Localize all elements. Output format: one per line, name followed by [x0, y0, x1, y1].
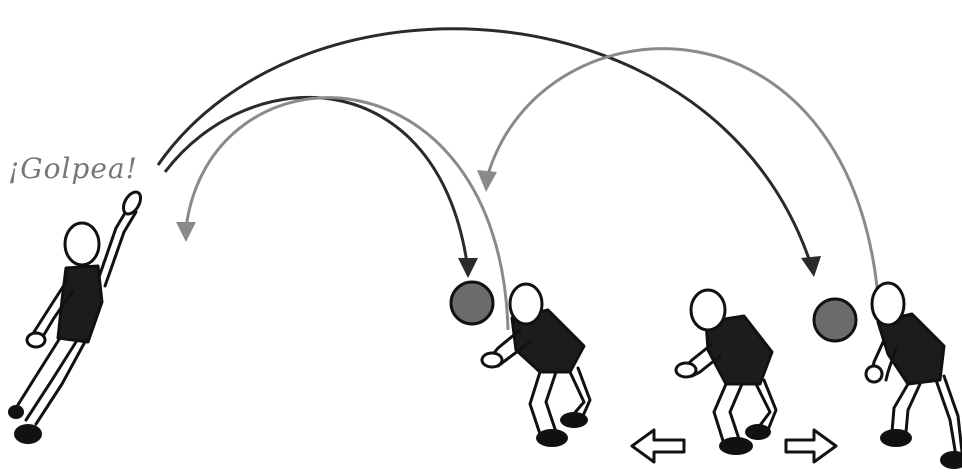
arrowhead-receiver-3: [801, 256, 821, 277]
left-arrow-icon: [630, 428, 686, 464]
arrowhead-hitter: [176, 222, 196, 242]
trajectory-arcs: [156, 27, 882, 331]
arrowhead-middle: [477, 170, 497, 192]
arc-from-receiver-3: [485, 47, 882, 331]
player-receiver-2: [674, 288, 778, 455]
arc-to-receiver-1: [163, 95, 470, 271]
right-arrow-icon: [784, 428, 838, 464]
ball-1: [449, 280, 495, 326]
player-hitter: [8, 190, 143, 444]
arc-to-receiver-3: [156, 27, 814, 269]
player-receiver-3: [864, 281, 962, 469]
ball-2: [812, 297, 858, 343]
arrowhead-receiver-1: [458, 258, 478, 278]
player-receiver-1: [480, 282, 592, 447]
arc-from-receiver-1: [184, 96, 510, 331]
hitter-head: [63, 221, 101, 267]
caption-text: ¡Golpea!: [8, 152, 138, 185]
